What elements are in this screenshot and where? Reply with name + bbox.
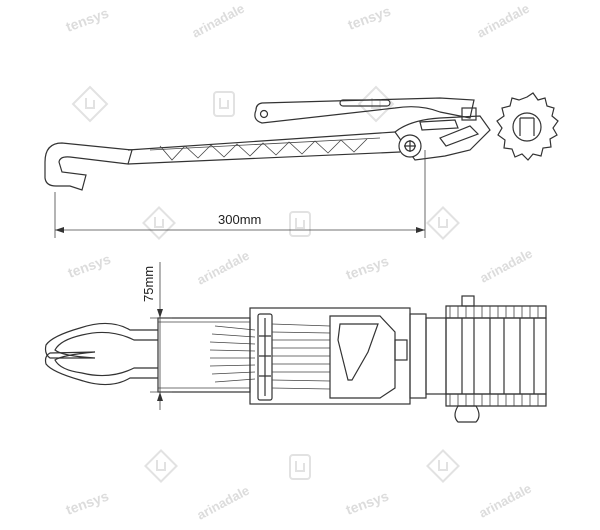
watermark-logo-icon [213, 91, 235, 117]
handle-hole [259, 109, 269, 119]
ratchet-handle [254, 97, 475, 124]
length-dimension: 300mm [54, 150, 426, 238]
top-view: 75mm [44, 262, 547, 423]
watermark-logo-icon [142, 206, 176, 240]
strap-webbing [157, 317, 251, 393]
side-view [44, 92, 559, 191]
ratchet-spool [409, 295, 547, 423]
pivot-bolt-cross [404, 140, 416, 152]
watermark-logo-icon [357, 85, 395, 123]
wing-nut [454, 405, 480, 423]
double-hook [44, 322, 158, 359]
pivot-bolt-inner [404, 140, 416, 152]
watermark-text: tensys [344, 253, 391, 283]
watermark-logo-icon [289, 211, 311, 237]
watermark-text: arinadale [476, 481, 533, 521]
watermark-logo-icon [71, 85, 109, 123]
ratchet-frame [249, 307, 411, 405]
width-dimension-label: 75mm [141, 266, 156, 302]
watermark-logo-icon [426, 449, 460, 483]
watermark-text: tensys [64, 5, 111, 35]
watermark-text: arinadale [189, 1, 246, 41]
strap-twist [159, 138, 368, 161]
strap-upper-edge [127, 131, 396, 151]
ratchet-gear [496, 92, 559, 161]
width-dimension: 75mm [141, 262, 172, 410]
watermark-logo-icon [289, 454, 311, 480]
handle-slot [339, 99, 391, 107]
lock-catch [461, 107, 477, 121]
j-hook [44, 142, 133, 191]
watermark-layer: tensys arinadale tensys arinadale tensys… [64, 1, 535, 523]
watermark-text: tensys [66, 251, 113, 281]
watermark-logo-icon [426, 206, 460, 240]
watermark-text: tensys [344, 488, 391, 518]
ratchet-body [394, 115, 491, 161]
strap-centerline [149, 137, 381, 151]
release-lever [419, 119, 459, 131]
strap-weave-lines [158, 321, 256, 389]
watermark-text: tensys [346, 3, 393, 33]
length-dimension-label: 300mm [218, 212, 261, 227]
watermark-logo-icon [144, 449, 178, 483]
watermark-text: arinadale [194, 248, 251, 288]
release-spring [439, 125, 480, 147]
watermark-text: arinadale [474, 1, 531, 41]
strap-lower-edge [127, 151, 401, 165]
watermark-text: tensys [64, 488, 111, 518]
watermark-text: arinadale [194, 483, 251, 523]
watermark-text: arinadale [477, 246, 534, 286]
